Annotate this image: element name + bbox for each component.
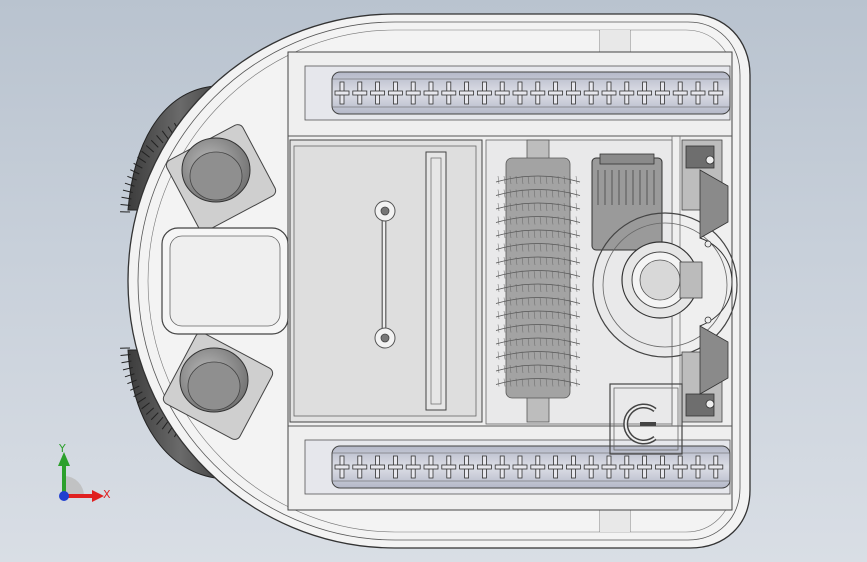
triad-x-label: X	[103, 488, 111, 501]
y-axis-arrow	[58, 452, 70, 466]
bottom-track	[304, 439, 731, 495]
front-bottom-caster	[162, 332, 274, 440]
dust-bin-panel	[289, 139, 483, 423]
right-gear-assembly	[681, 139, 733, 423]
front-sensor-window	[161, 227, 289, 335]
z-axis-origin	[59, 491, 69, 501]
charging-port	[609, 383, 683, 455]
drive-motor	[591, 153, 738, 358]
x-axis-arrow	[92, 490, 104, 502]
front-top-caster	[165, 124, 277, 232]
coordinate-triad	[58, 452, 104, 502]
top-track	[304, 65, 731, 121]
triad-y-label: Y	[59, 442, 66, 455]
